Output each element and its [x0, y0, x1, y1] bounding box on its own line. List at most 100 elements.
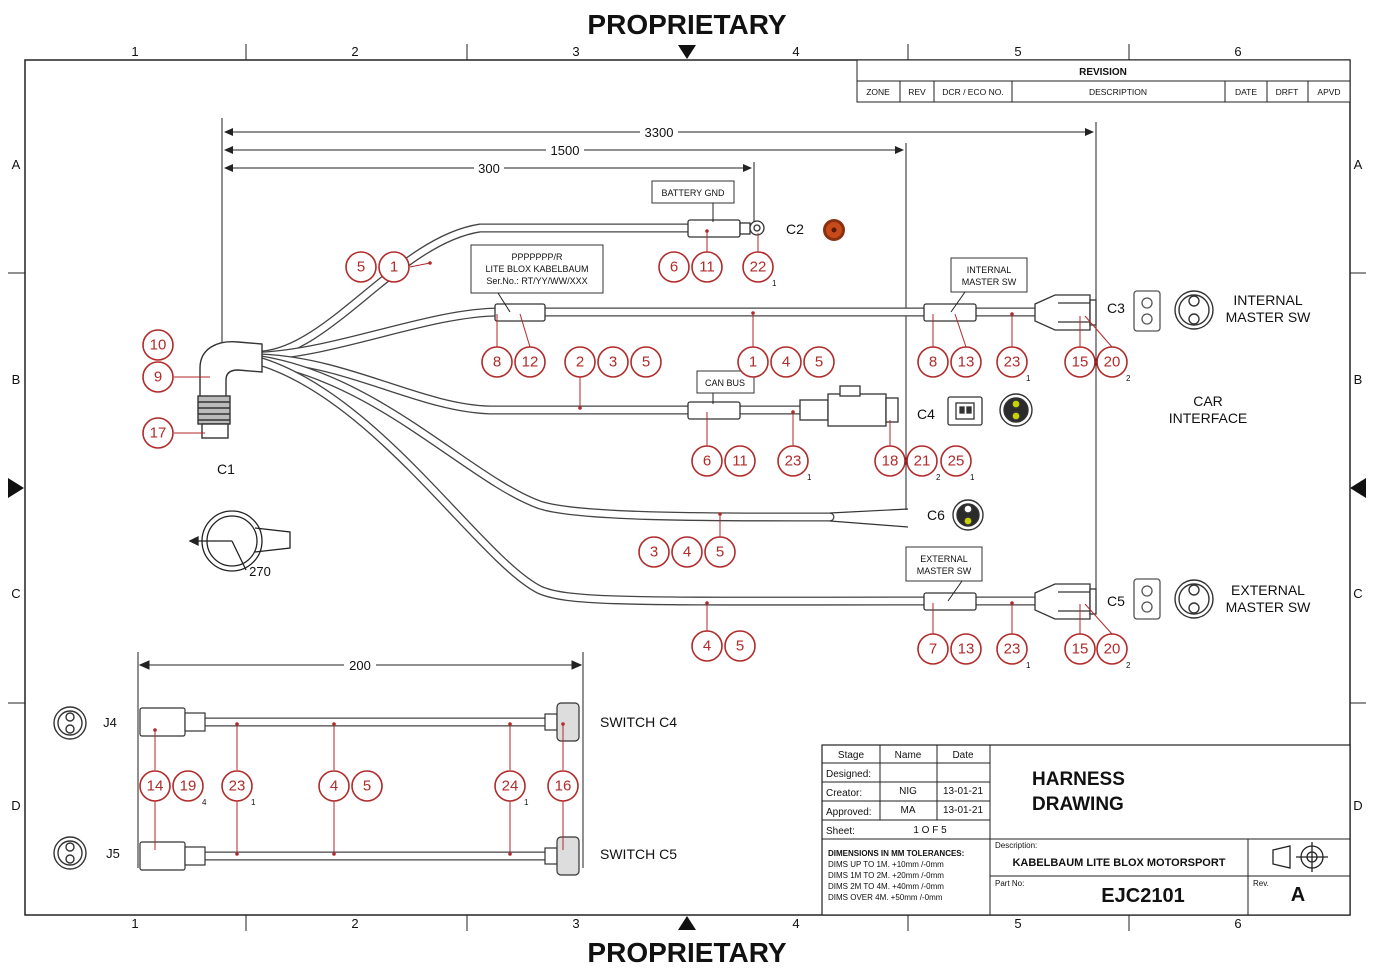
qty-2: 2 [1126, 374, 1131, 383]
svg-text:12: 12 [522, 354, 539, 371]
dimension-1500: 1500 [551, 143, 580, 158]
c5-mating-icon [1174, 579, 1214, 619]
svg-text:22: 22 [750, 259, 767, 276]
balloon: 14 [139, 770, 171, 802]
tb-title-line1: HARNESS [1032, 769, 1125, 790]
svg-text:MASTER SW: MASTER SW [962, 277, 1017, 287]
svg-text:24: 24 [502, 778, 519, 795]
revision-col-date: DATE [1235, 87, 1257, 97]
c3-connector [1034, 294, 1097, 331]
tb-rev-value: A [1291, 884, 1305, 906]
tag-can-bus: CAN BUS [696, 370, 755, 404]
j5-label: J5 [106, 846, 120, 861]
c2-terminal-icon [823, 219, 845, 241]
grid-row-c-left: C [11, 586, 20, 601]
svg-text:23: 23 [229, 778, 246, 795]
balloon: 23 [221, 770, 253, 802]
tag-external-master: EXTERNAL MASTER SW [905, 546, 983, 602]
svg-text:14: 14 [147, 778, 164, 795]
balloon: 23 [996, 633, 1028, 665]
svg-text:CAN BUS: CAN BUS [705, 378, 745, 388]
tb-creator-date: 13-01-21 [943, 786, 983, 797]
c1-angle-symbol [188, 510, 291, 572]
balloon: 4 [318, 770, 350, 802]
svg-text:5: 5 [642, 354, 650, 371]
grid-col-labels-top: 1 2 3 4 5 6 [131, 44, 1241, 59]
svg-text:6: 6 [670, 259, 678, 276]
grid-row-d-right: D [1353, 798, 1362, 813]
balloon: 5 [345, 251, 377, 283]
proprietary-banner-bottom: PROPRIETARY [587, 937, 786, 968]
tag-battery-gnd: BATTERY GND [651, 180, 735, 222]
balloon: 3 [597, 346, 629, 378]
tag-internal-master: INTERNAL MASTER SW [950, 257, 1028, 313]
svg-text:20: 20 [1104, 641, 1121, 658]
svg-text:17: 17 [150, 425, 167, 442]
svg-text:16: 16 [555, 778, 572, 795]
dimension-200: 200 [349, 658, 371, 673]
qty-1: 1 [524, 798, 529, 807]
revision-col-dcr: DCR / ECO NO. [942, 87, 1003, 97]
center-mark-bottom [678, 916, 696, 930]
svg-text:MASTER SW: MASTER SW [917, 566, 972, 576]
switch-cables [200, 717, 550, 861]
grid-col-4-bottom: 4 [792, 916, 799, 931]
svg-text:EXTERNAL: EXTERNAL [920, 554, 968, 564]
svg-text:2: 2 [576, 354, 584, 371]
balloon: 5 [630, 346, 662, 378]
revision-col-zone: ZONE [866, 87, 890, 97]
balloon: 21 [906, 445, 938, 477]
svg-text:LITE BLOX KABELBAUM: LITE BLOX KABELBAUM [485, 264, 588, 274]
balloon: 18 [874, 445, 906, 477]
balloon: 22 [742, 251, 774, 283]
balloon: 8 [917, 346, 949, 378]
balloon: 1 [378, 251, 410, 283]
revision-col-drft: DRFT [1276, 87, 1299, 97]
balloon: 3 [638, 536, 670, 568]
balloon: 5 [351, 770, 383, 802]
qty-1: 1 [1026, 661, 1031, 670]
balloon: 11 [691, 251, 723, 283]
balloon: 4 [770, 346, 802, 378]
c5-label: C5 [1107, 593, 1125, 609]
svg-text:11: 11 [699, 259, 715, 276]
balloon: 24 [494, 770, 526, 802]
svg-text:8: 8 [493, 354, 501, 371]
svg-text:6: 6 [703, 453, 711, 470]
tb-approved-name: MA [901, 805, 916, 816]
balloon: 5 [803, 346, 835, 378]
tb-rev-label: Rev. [1253, 879, 1269, 888]
revision-table: REVISION ZONE REV DCR / ECO NO. DESCRIPT… [856, 59, 1351, 103]
c6-wire-ends [829, 508, 909, 528]
j5-icon [53, 836, 87, 870]
tb-creator-name: NIG [899, 786, 917, 797]
balloon: 6 [658, 251, 690, 283]
switch-subharness-dimension [137, 652, 584, 868]
dimension-3300: 3300 [645, 125, 674, 140]
tb-description: KABELBAUM LITE BLOX MOTORSPORT [1012, 857, 1225, 869]
grid-row-b-left: B [12, 372, 21, 387]
c5-face-icon [1133, 578, 1161, 620]
grid-col-labels-bottom: 1 2 3 4 5 6 [131, 916, 1241, 931]
tb-name-header: Name [895, 750, 922, 761]
j4-icon [53, 706, 87, 740]
c2-label: C2 [786, 221, 804, 237]
c5-description-line2: MASTER SW [1226, 599, 1312, 615]
balloon: 15 [1064, 346, 1096, 378]
qty-2: 2 [936, 473, 941, 482]
svg-text:5: 5 [815, 354, 823, 371]
tb-date-header: Date [952, 750, 974, 761]
svg-text:PPPPPPP/R: PPPPPPP/R [511, 252, 563, 262]
c3-label: C3 [1107, 300, 1125, 316]
c6-mating-icon [952, 499, 984, 531]
balloon: 13 [950, 346, 982, 378]
tb-sheet: Sheet: [826, 826, 855, 837]
grid-col-4-top: 4 [792, 44, 799, 59]
svg-text:5: 5 [357, 259, 365, 276]
center-mark-right [1350, 478, 1366, 498]
svg-text:21: 21 [914, 453, 931, 470]
title-block: Stage Name Date Designed: Creator: NIG 1… [821, 744, 1351, 916]
tb-tolerance-4: DIMS OVER 4M. +50mm /-0mm [828, 893, 943, 902]
ring-terminal [739, 220, 765, 236]
c4-face-icon [947, 396, 983, 426]
